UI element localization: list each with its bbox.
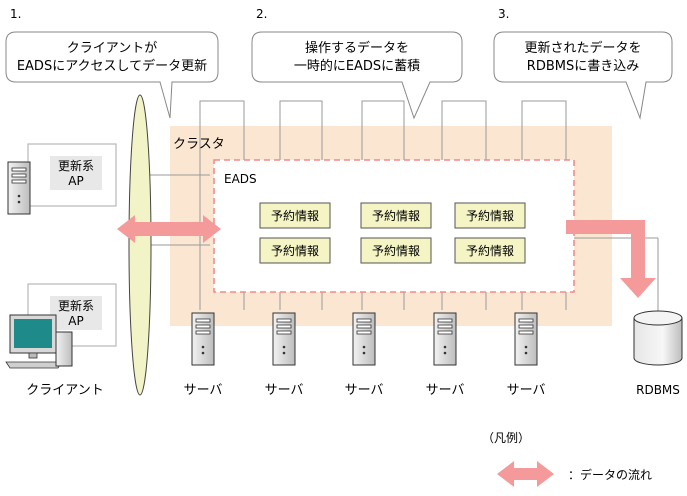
legend-title: （凡例） [482,431,530,445]
step-1-number: 1. [10,7,21,21]
server-label-4: サーバ [426,383,465,398]
step-3-bubble: 更新されたデータを RDBMSに書き込み [493,31,673,120]
eads-cell-2: 予約情報 [372,208,420,223]
server-icon-5 [514,312,538,366]
step-1-bubble: クライアントが EADSにアクセスしてデータ更新 [5,31,219,119]
eads-cell-3: 予約情報 [466,208,514,223]
data-flow-arrow-client-eads [117,215,221,243]
client-app-1-line-2: AP [68,174,83,188]
eads-cells: 予約情報 予約情報 予約情報 予約情報 予約情報 予約情報 [259,202,526,264]
client-app-box-1: 更新系 AP [27,143,117,207]
server-label-3: サーバ [345,383,384,398]
server-label-2: サーバ [265,383,304,398]
client-label: クライアント [26,383,103,398]
eads-cell-1: 予約情報 [271,208,319,223]
cluster-label: クラスタ [173,137,225,152]
client-app-2-line-1: 更新系 [58,298,94,313]
server-icon-4 [433,312,457,366]
step-2-line-2: 一時的にEADSに蓄積 [294,58,420,74]
step-3-number: 3. [498,7,509,21]
step-1-line-2: EADSにアクセスしてデータ更新 [17,58,207,74]
client-app-2-line-2: AP [68,314,83,328]
rdbms-icon [633,310,683,366]
server-label-1: サーバ [184,383,223,398]
step-2-bubble: 操作するデータを 一時的にEADSに蓄積 [251,31,463,120]
client-pc-tower-icon [7,161,31,215]
rdbms-label: RDBMS [636,383,680,397]
step-1-line-1: クライアントが [67,41,157,56]
data-flow-arrow-eads-rdbms [566,220,656,298]
server-icon-2 [272,312,296,366]
server-icon-1 [191,312,215,366]
eads-label: EADS [224,172,257,186]
eads-cell-5: 予約情報 [372,243,420,258]
step-2-number: 2. [256,7,267,21]
step-3-line-1: 更新されたデータを [524,40,641,56]
server-label-5: サーバ [507,383,546,398]
server-icon-3 [352,312,376,366]
eads-cell-6: 予約情報 [466,243,514,258]
step-3-line-2: RDBMSに書き込み [527,59,639,74]
network-segment [128,94,152,396]
client-app-1-line-1: 更新系 [58,158,94,173]
legend-arrow-icon [497,461,554,487]
step-2-line-1: 操作するデータを [305,40,409,56]
legend-item-label: ：データの流れ [568,467,652,482]
eads-cell-4: 予約情報 [271,243,319,258]
client-pc-monitor-icon [5,314,73,369]
